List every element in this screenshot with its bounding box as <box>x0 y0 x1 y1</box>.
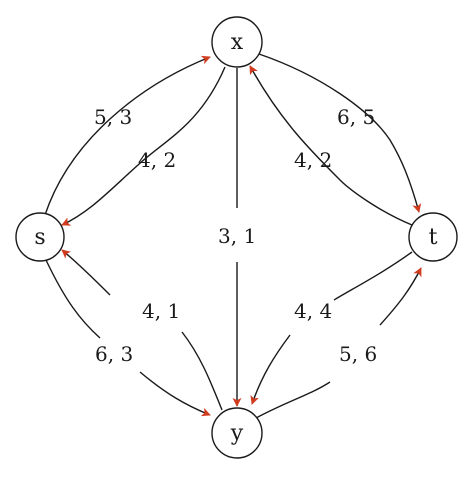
node-label-t: t <box>429 225 438 250</box>
edge-y-s <box>62 250 223 411</box>
edge-label-t-x: 4, 2 <box>294 148 332 172</box>
edge-x-s <box>61 66 226 226</box>
edge-label-s-y: 6, 3 <box>95 342 133 366</box>
node-x: x <box>211 16 263 68</box>
edge-s-x <box>44 55 211 216</box>
node-y: y <box>211 407 263 459</box>
edge-label-x-t: 6, 5 <box>337 105 375 129</box>
edge-x-t <box>258 53 422 213</box>
edge-label-x-y: 3, 1 <box>218 224 256 248</box>
edge-label-x-s: 4, 2 <box>138 148 176 172</box>
node-label-s: s <box>34 225 45 250</box>
edge-s-y <box>45 259 210 415</box>
node-label-y: y <box>230 421 244 446</box>
edge-label-y-s: 4, 1 <box>142 299 180 323</box>
edge-t-x <box>249 65 413 226</box>
edge-y-t <box>255 268 421 419</box>
edge-label-t-y: 4, 4 <box>294 299 332 323</box>
node-label-x: x <box>231 30 244 55</box>
edge-label-y-t: 5, 6 <box>339 342 377 366</box>
edge-label-s-x: 5, 3 <box>94 105 132 129</box>
node-t: t <box>408 212 458 262</box>
edge-t-y <box>252 251 413 404</box>
node-s: s <box>15 212 65 262</box>
